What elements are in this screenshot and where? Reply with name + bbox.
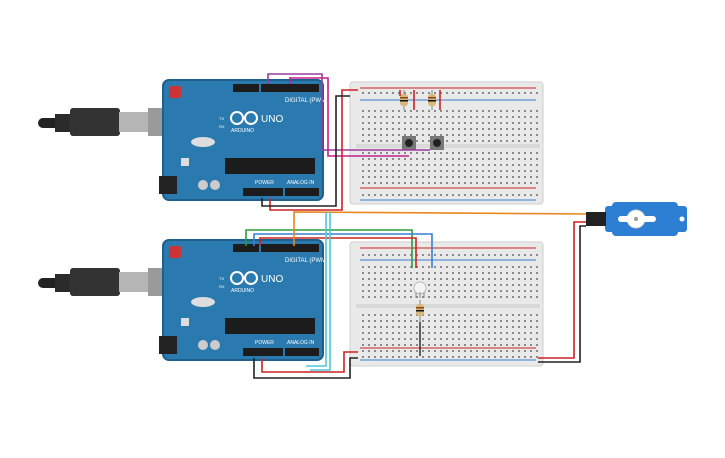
wire-purple-button [267,73,430,151]
wire-orange-servo-signal [293,211,587,246]
wire-black-gnd-bottom [253,357,358,379]
resistor-3[interactable] [416,300,424,322]
wires [245,73,587,379]
rx-label: RX [219,124,225,129]
wire-blue-led [253,233,433,268]
breadboard-top[interactable] [349,81,544,205]
wire-black-servo-gnd [538,225,586,363]
digital-header-label: DIGITAL (PWM~) [285,258,332,264]
power-jack [159,176,177,194]
arduino-logo [230,111,258,125]
wire-cyan-link-2 [310,212,331,371]
wire-red-servo-power [538,221,586,359]
wire-red-5v-bottom [261,351,358,373]
power-header [243,348,283,356]
reset-button[interactable] [169,86,181,98]
digital-header-label: DIGITAL (PWM~) [285,98,332,104]
power-header [243,188,283,196]
reset-button[interactable] [169,246,181,258]
arduino-uno-top[interactable]: DIGITAL (PWM~) POWER ANALOG IN UNO ARDUI… [159,79,332,201]
usb-cable-top [38,108,164,136]
wire-magenta-button [289,77,409,157]
analog-header [285,188,319,196]
wire-cyan-link [306,212,327,367]
power-label: POWER [255,180,274,186]
power-label: POWER [255,340,274,346]
digital-header [261,244,319,252]
analog-label: ANALOG IN [287,180,315,186]
rx-label: RX [219,284,225,289]
pushbutton-1[interactable] [402,136,416,150]
wire-green-led [245,229,413,268]
power-jack [159,336,177,354]
brand-label: ARDUINO [231,128,254,134]
arduino-logo [230,271,258,285]
wire-black-gnd-top [261,95,350,207]
arduino-uno-bottom[interactable]: DIGITAL (PWM~) POWER ANALOG IN UNO ARDUI… [159,239,332,361]
atmega-chip [225,158,315,174]
breadboard-bottom[interactable] [349,241,544,367]
model-label: UNO [261,274,283,285]
resistor-1[interactable] [400,90,408,110]
brand-label: ARDUINO [231,288,254,294]
resistor-2[interactable] [428,90,436,110]
servo-motor[interactable] [586,202,687,236]
analog-header [285,348,319,356]
digital-header [261,84,319,92]
usb-cable-bottom [38,268,164,296]
pushbutton-2[interactable] [430,136,444,150]
tx-label: TX [219,116,224,121]
atmega-chip [225,318,315,334]
model-label: UNO [261,114,283,125]
analog-label: ANALOG IN [287,340,315,346]
rgb-led[interactable] [413,281,427,298]
wire-red-led [259,237,417,268]
tx-label: TX [219,276,224,281]
